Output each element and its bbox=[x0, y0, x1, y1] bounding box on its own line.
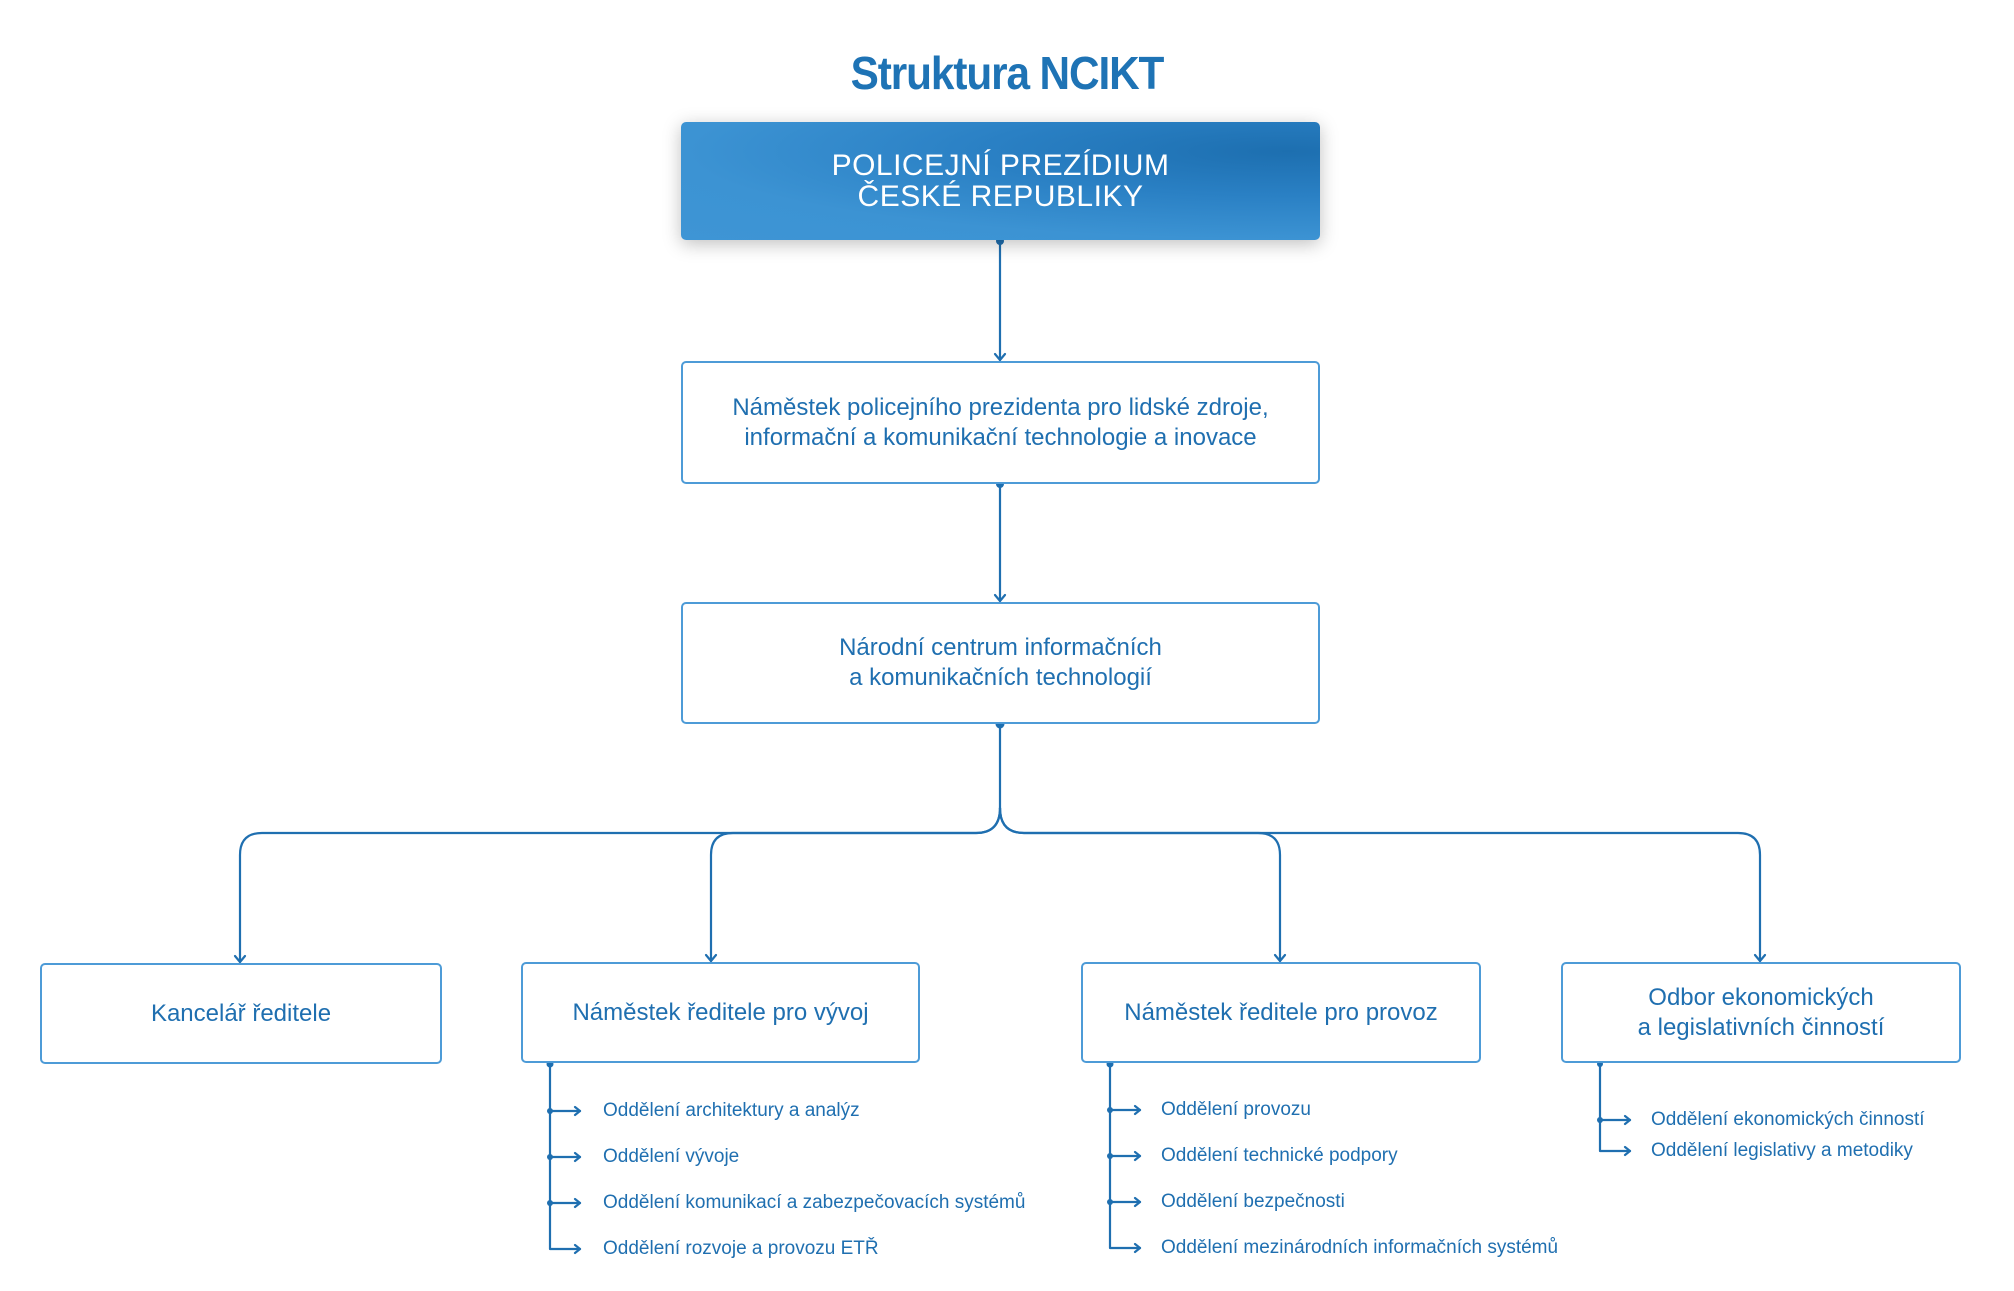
arrowhead-icon bbox=[573, 1105, 582, 1255]
connector-level3-bus-right bbox=[998, 806, 1762, 963]
arrowhead-icon bbox=[993, 352, 1007, 362]
dept-stem-provoz bbox=[1108, 1061, 1142, 1250]
node-policejni-prezidium[interactable]: POLICEJNÍ PREZÍDIUM ČESKÉ REPUBLIKY bbox=[681, 122, 1320, 240]
connector-level3-bus-mid-right bbox=[998, 806, 1282, 963]
arrowhead-icon bbox=[1623, 1114, 1632, 1157]
node-label-line1: POLICEJNÍ PREZÍDIUM bbox=[831, 149, 1170, 182]
connector-dot bbox=[1107, 1107, 1113, 1113]
dept-technicke-podpory[interactable]: Oddělení technické podpory bbox=[1161, 1145, 1398, 1166]
node-label-line2: a legislativních činností bbox=[1637, 1013, 1885, 1041]
arrowhead-icon bbox=[704, 953, 718, 963]
dept-stem-vyvoj bbox=[548, 1061, 582, 1251]
node-odbor-ekonomickych-legislativnich[interactable]: Odbor ekonomických a legislativních činn… bbox=[1561, 962, 1961, 1063]
dept-stem-odbor bbox=[1598, 1061, 1632, 1153]
node-label-line1: Náměstek policejního prezidenta pro lids… bbox=[732, 393, 1269, 421]
connector-level3-bus-mid-left bbox=[709, 806, 1002, 963]
node-label-line1: Národní centrum informačních bbox=[839, 634, 1162, 661]
page-title: Struktura NCIKT bbox=[850, 47, 1165, 99]
node-ncikt[interactable]: Národní centrum informačních a komunikač… bbox=[681, 602, 1320, 724]
node-label-line1: Kancelář ředitele bbox=[150, 999, 332, 1027]
dept-vyvoje[interactable]: Oddělení vývoje bbox=[603, 1146, 740, 1167]
dept-mezinarodnich-is[interactable]: Oddělení mezinárodních informačních syst… bbox=[1161, 1237, 1559, 1258]
dept-ekonomickych-cinnosti[interactable]: Oddělení ekonomických činností bbox=[1651, 1109, 1925, 1130]
node-label-line1: Odbor ekonomických bbox=[1648, 983, 1874, 1011]
connector-level3-bus-left bbox=[238, 720, 1002, 964]
arrowhead-icon bbox=[233, 954, 247, 964]
dept-komunikaci-zabezpecovacich[interactable]: Oddělení komunikací a zabezpečovacích sy… bbox=[603, 1192, 1026, 1213]
arrowhead-icon bbox=[1273, 953, 1287, 963]
node-label-line1: Náměstek ředitele pro provoz bbox=[1124, 998, 1438, 1026]
node-label-line1: Náměstek ředitele pro vývoj bbox=[572, 998, 869, 1026]
node-label-line2: ČESKÉ REPUBLIKY bbox=[857, 180, 1144, 213]
dept-rozvoje-provozu-etr[interactable]: Oddělení rozvoje a provozu ETŘ bbox=[603, 1238, 879, 1259]
node-namestek-pro-provoz[interactable]: Náměstek ředitele pro provoz bbox=[1081, 962, 1481, 1063]
connector-dot bbox=[1107, 1153, 1113, 1159]
connector-dot bbox=[547, 1154, 553, 1160]
arrowhead-icon bbox=[1753, 953, 1767, 963]
dept-architektury-analyz[interactable]: Oddělení architektury a analýz bbox=[603, 1100, 860, 1121]
node-label-line2: informační a komunikační technologie a i… bbox=[744, 423, 1257, 451]
arrowhead-icon bbox=[1133, 1104, 1142, 1254]
dept-legislativy-metodiky[interactable]: Oddělení legislativy a metodiky bbox=[1651, 1140, 1913, 1161]
node-namestek-pro-vyvoj[interactable]: Náměstek ředitele pro vývoj bbox=[521, 962, 920, 1063]
node-namestek-policejniho-prezidenta[interactable]: Náměstek policejního prezidenta pro lids… bbox=[681, 361, 1320, 484]
node-label-line2: a komunikačních technologií bbox=[849, 664, 1152, 691]
connector-dot bbox=[547, 1200, 553, 1206]
node-kancelar-reditele[interactable]: Kancelář ředitele bbox=[40, 963, 442, 1064]
connector-dot bbox=[1107, 1199, 1113, 1205]
dept-provozu[interactable]: Oddělení provozu bbox=[1161, 1099, 1311, 1120]
connector-dot bbox=[1597, 1117, 1603, 1123]
arrowhead-icon bbox=[993, 593, 1007, 603]
connector-dot bbox=[547, 1108, 553, 1114]
dept-bezpecnosti[interactable]: Oddělení bezpečnosti bbox=[1161, 1191, 1345, 1212]
